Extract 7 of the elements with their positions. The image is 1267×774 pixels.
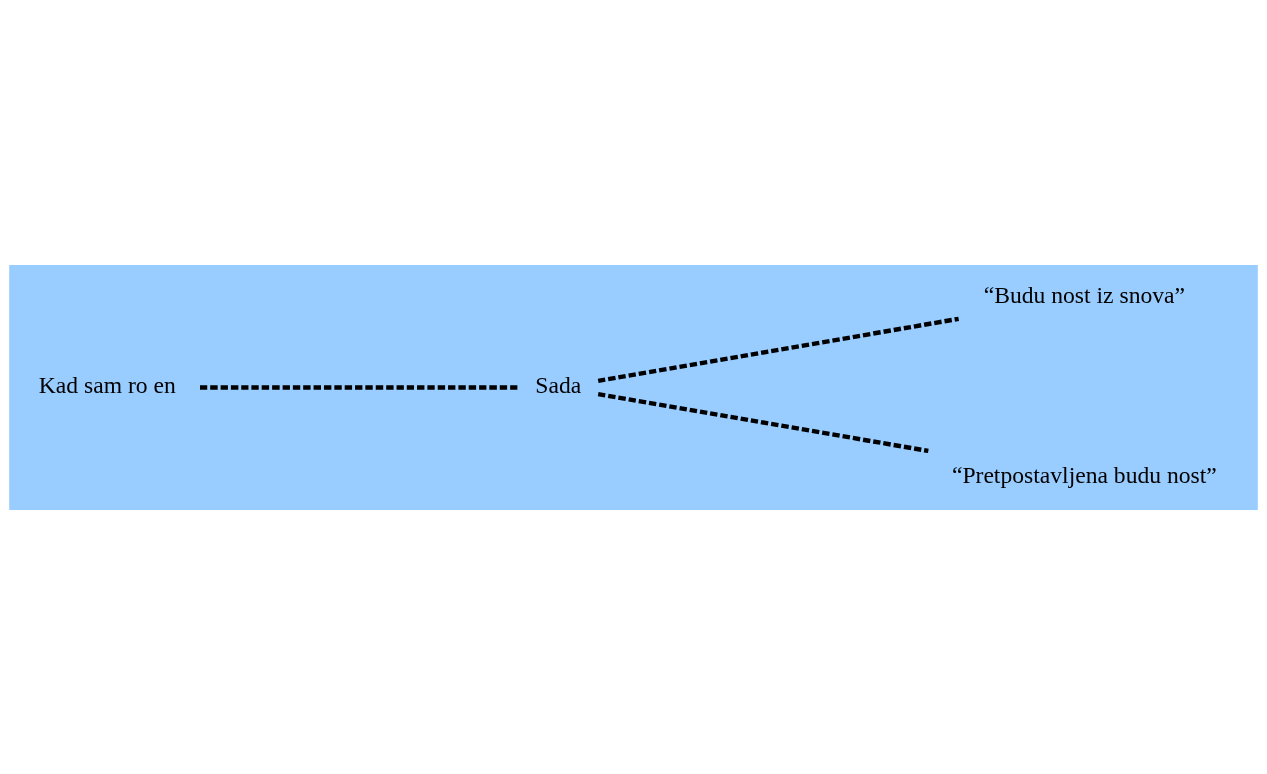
node-text: Sada	[535, 371, 582, 398]
node-text: Kad sam ro en	[38, 371, 176, 398]
connector	[597, 316, 959, 383]
node-text: “Budu nost iz snova”	[983, 281, 1186, 308]
connector	[200, 384, 519, 390]
connector	[597, 391, 929, 453]
node-text: “Pretpostavljena budu nost”	[951, 461, 1217, 488]
